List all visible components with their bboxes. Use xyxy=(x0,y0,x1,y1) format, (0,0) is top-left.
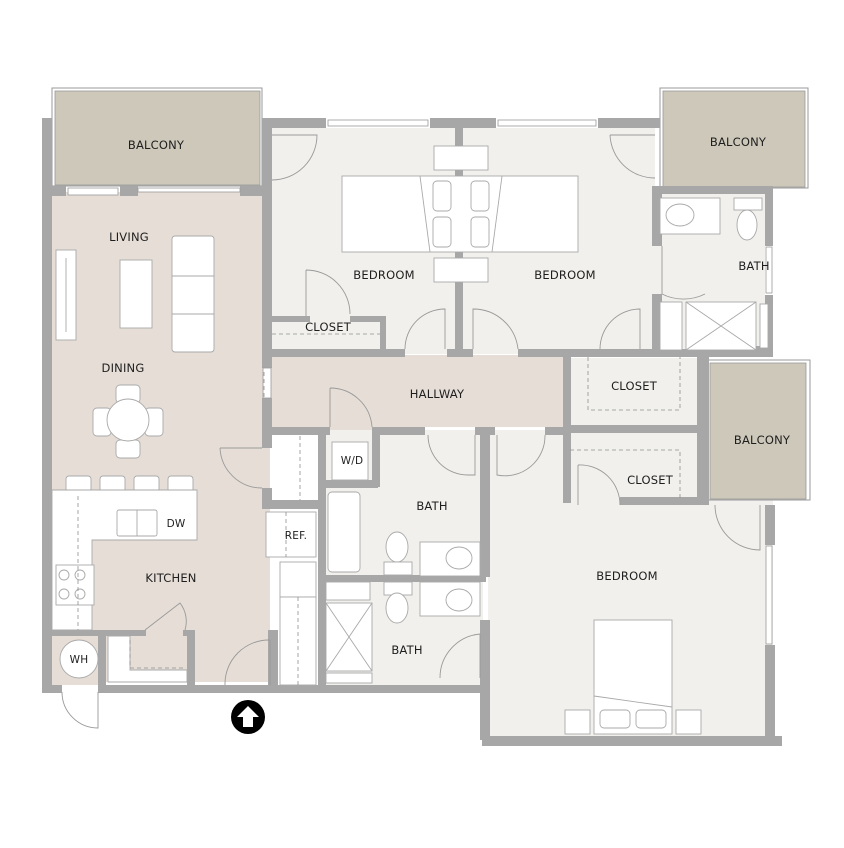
room-label-bedroom-master: BEDROOM xyxy=(596,569,658,583)
room-label-bath-1: BATH xyxy=(738,259,770,273)
fixture-label-refrigerator: REF. xyxy=(284,530,308,542)
entry-arrow-icon xyxy=(231,700,265,734)
room-label-balcony-left: BALCONY xyxy=(127,138,185,152)
fixture-label-dishwasher: DW xyxy=(166,518,186,530)
room-label-bath-2: BATH xyxy=(416,499,448,513)
doors xyxy=(61,134,761,729)
room-label-dining: DINING xyxy=(101,361,145,375)
room-label-hallway: HALLWAY xyxy=(409,387,465,401)
fixture-label-water-heater: WH xyxy=(69,654,89,666)
fixture-label-washer-dryer: W/D xyxy=(340,455,364,467)
balconies xyxy=(51,87,811,501)
furniture xyxy=(51,145,769,735)
windows xyxy=(67,119,773,645)
room-label-bath-3: BATH xyxy=(391,643,423,657)
room-label-kitchen: KITCHEN xyxy=(145,571,197,585)
room-label-balcony-right: BALCONY xyxy=(733,433,791,447)
room-label-living: LIVING xyxy=(109,230,149,244)
room-label-closet-3: CLOSET xyxy=(627,473,673,487)
room-label-closet-1: CLOSET xyxy=(305,320,351,334)
room-label-bedroom-2: BEDROOM xyxy=(534,268,596,282)
room-label-closet-2: CLOSET xyxy=(611,379,657,393)
room-label-bedroom-1: BEDROOM xyxy=(353,268,415,282)
dashed-shelves xyxy=(77,333,681,685)
room-label-balcony-top-right: BALCONY xyxy=(709,135,767,149)
